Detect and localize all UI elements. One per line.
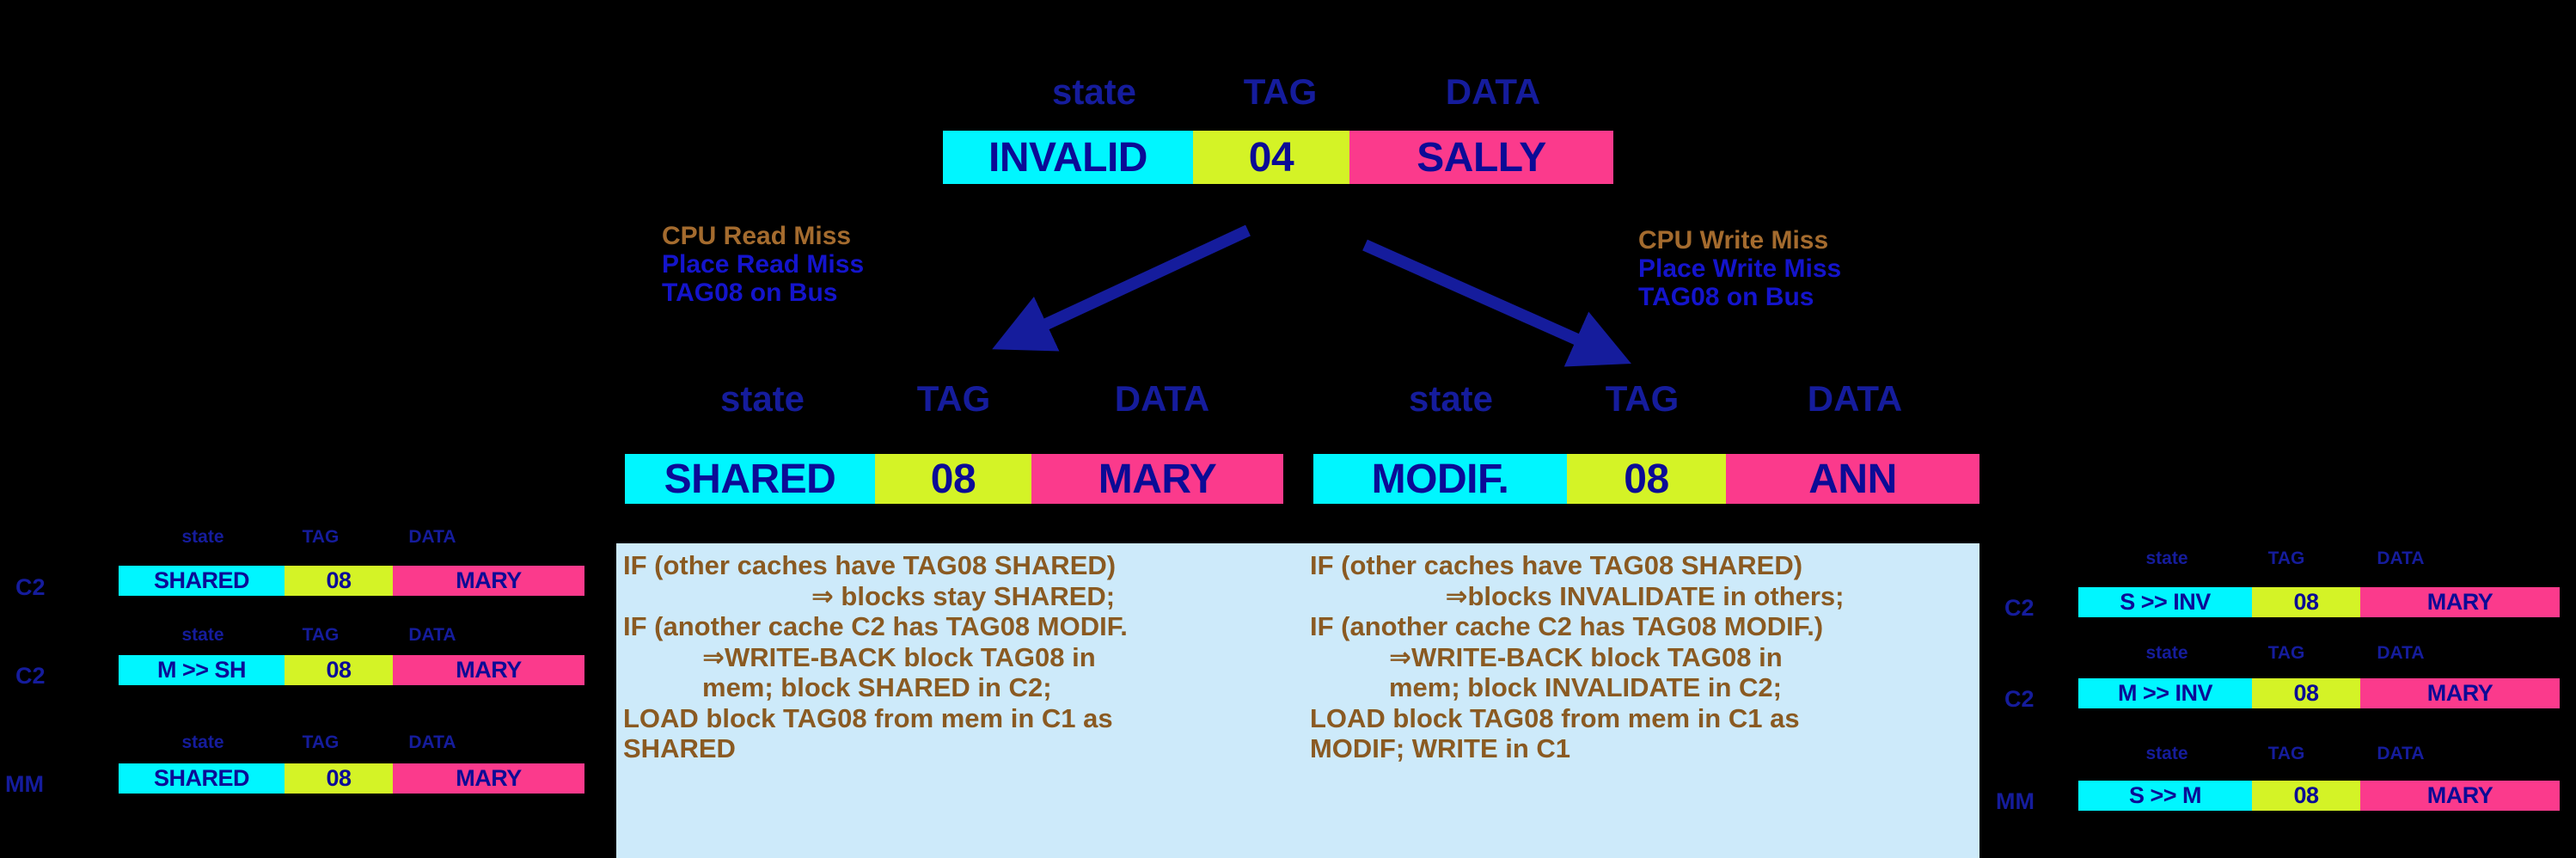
mid-left-state: SHARED xyxy=(625,454,875,504)
br1-data: MARY xyxy=(2360,678,2560,708)
bl1-state: M >> SH xyxy=(119,655,285,685)
bottom-left-row-label-1: C2 xyxy=(15,663,46,689)
left-annotation: CPU Read Miss Place Read Miss TAG08 on B… xyxy=(662,222,864,307)
mid-left-data: MARY xyxy=(1031,454,1283,504)
header-tag: TAG xyxy=(1605,378,1680,419)
description-left-column: IF (other caches have TAG08 SHARED) ⇒ bl… xyxy=(616,543,1303,858)
header-tag: TAG xyxy=(916,378,991,419)
header-data: DATA xyxy=(408,625,456,645)
bottom-right-row-label-2: MM xyxy=(1996,788,2034,814)
left-annotation-line1: CPU Read Miss xyxy=(662,222,852,250)
desc-left-line-2: ⇒ blocks stay SHARED; xyxy=(811,580,1116,611)
header-tag: TAG xyxy=(302,732,340,752)
bottom-right-row-label-1: C2 xyxy=(2004,686,2034,712)
bl1-tag: 08 xyxy=(285,655,393,685)
header-tag: TAG xyxy=(302,625,340,645)
br1-state: M >> INV xyxy=(2078,678,2252,708)
header-tag: TAG xyxy=(2267,744,2305,763)
mid-left-cache-block: SHARED 08 MARY xyxy=(625,454,1283,504)
top-block-data: SALLY xyxy=(1349,131,1613,184)
right-annotation-line2: Place Write Miss xyxy=(1638,254,1842,283)
bottom-left-table-0: SHARED 08 MARY xyxy=(119,566,584,596)
desc-right-line-1: IF (other caches have TAG08 SHARED) xyxy=(1309,550,1803,580)
desc-right-line-4: ⇒WRITE-BACK block TAG08 in xyxy=(1388,641,1783,672)
bl0-data: MARY xyxy=(393,566,584,596)
bl0-tag: 08 xyxy=(285,566,393,596)
br2-tag: 08 xyxy=(2252,781,2360,811)
desc-left-line-7: SHARED xyxy=(623,733,736,763)
bottom-right-row-label-0: C2 xyxy=(2004,595,2034,621)
desc-right-line-5: mem; block INVALIDATE in C2; xyxy=(1388,672,1782,702)
br2-data: MARY xyxy=(2360,781,2560,811)
desc-left-line-4: ⇒WRITE-BACK block TAG08 in xyxy=(702,641,1096,672)
right-annotation-line3: TAG08 on Bus xyxy=(1638,283,1814,311)
right-annotation-line1: CPU Write Miss xyxy=(1638,226,1829,254)
mid-right-state: MODIF. xyxy=(1313,454,1567,504)
bl2-data: MARY xyxy=(393,763,584,794)
br2-state: S >> M xyxy=(2078,781,2252,811)
description-panel: IF (other caches have TAG08 SHARED) ⇒ bl… xyxy=(616,543,1979,858)
header-data: DATA xyxy=(1114,378,1210,419)
left-annotation-line3: TAG08 on Bus xyxy=(662,279,838,307)
header-tag: TAG xyxy=(302,527,340,547)
header-state: state xyxy=(181,625,224,645)
desc-left-line-1: IF (other caches have TAG08 SHARED) xyxy=(623,550,1117,580)
header-data: DATA xyxy=(2377,744,2425,763)
left-annotation-line2: Place Read Miss xyxy=(662,250,865,279)
bottom-left-table-2: SHARED 08 MARY xyxy=(119,763,584,794)
desc-left-line-6: LOAD block TAG08 from mem in C1 as xyxy=(623,702,1113,733)
mid-right-data: ANN xyxy=(1726,454,1979,504)
br0-tag: 08 xyxy=(2252,587,2360,617)
header-data: DATA xyxy=(408,732,456,752)
bl2-state: SHARED xyxy=(119,763,285,794)
bl0-state: SHARED xyxy=(119,566,285,596)
header-data: DATA xyxy=(408,527,456,547)
bottom-right-table-0: S >> INV 08 MARY xyxy=(2078,587,2560,617)
top-block-tag: 04 xyxy=(1193,131,1349,184)
bl2-tag: 08 xyxy=(285,763,393,794)
bottom-left-table-1: M >> SH 08 MARY xyxy=(119,655,584,685)
header-state: state xyxy=(2145,643,2188,663)
top-block-state: INVALID xyxy=(943,131,1193,184)
arrow-write-miss xyxy=(1362,239,1631,367)
bottom-right-table-2: S >> M 08 MARY xyxy=(2078,781,2560,811)
header-tag: TAG xyxy=(2267,549,2305,568)
header-data: DATA xyxy=(2377,643,2425,663)
mid-left-tag: 08 xyxy=(875,454,1031,504)
top-cache-block: INVALID 04 SALLY xyxy=(943,131,1613,184)
desc-right-line-6: LOAD block TAG08 from mem in C1 as xyxy=(1309,702,1800,733)
header-state: state xyxy=(719,378,805,419)
header-tag: TAG xyxy=(1243,71,1318,112)
desc-right-line-7: MODIF; WRITE in C1 xyxy=(1309,733,1571,763)
bl1-data: MARY xyxy=(393,655,584,685)
description-right-column: IF (other caches have TAG08 SHARED) ⇒blo… xyxy=(1303,543,1979,858)
header-state: state xyxy=(2145,549,2188,568)
desc-right-line-3: IF (another cache C2 has TAG08 MODIF.) xyxy=(1309,611,1824,641)
right-annotation: CPU Write Miss Place Write Miss TAG08 on… xyxy=(1638,226,1841,311)
bottom-left-row-label-2: MM xyxy=(5,771,44,797)
desc-left-line-3: IF (another cache C2 has TAG08 MODIF. xyxy=(623,611,1128,641)
header-data: DATA xyxy=(2377,549,2425,568)
desc-right-line-2: ⇒blocks INVALIDATE in others; xyxy=(1445,580,1845,611)
header-state: state xyxy=(181,732,224,752)
bottom-right-table-1: M >> INV 08 MARY xyxy=(2078,678,2560,708)
header-data: DATA xyxy=(1807,378,1903,419)
mid-right-cache-block: MODIF. 08 ANN xyxy=(1313,454,1979,504)
arrow-read-miss xyxy=(992,224,1251,352)
desc-left-line-5: mem; block SHARED in C2; xyxy=(702,672,1052,702)
mid-right-tag: 08 xyxy=(1567,454,1726,504)
header-state: state xyxy=(1408,378,1494,419)
bottom-left-row-label-0: C2 xyxy=(15,574,46,600)
header-data: DATA xyxy=(1445,71,1541,112)
br0-state: S >> INV xyxy=(2078,587,2252,617)
header-state: state xyxy=(2145,744,2188,763)
br0-data: MARY xyxy=(2360,587,2560,617)
header-tag: TAG xyxy=(2267,643,2305,663)
br1-tag: 08 xyxy=(2252,678,2360,708)
header-state: state xyxy=(1051,71,1137,112)
header-state: state xyxy=(181,527,224,547)
